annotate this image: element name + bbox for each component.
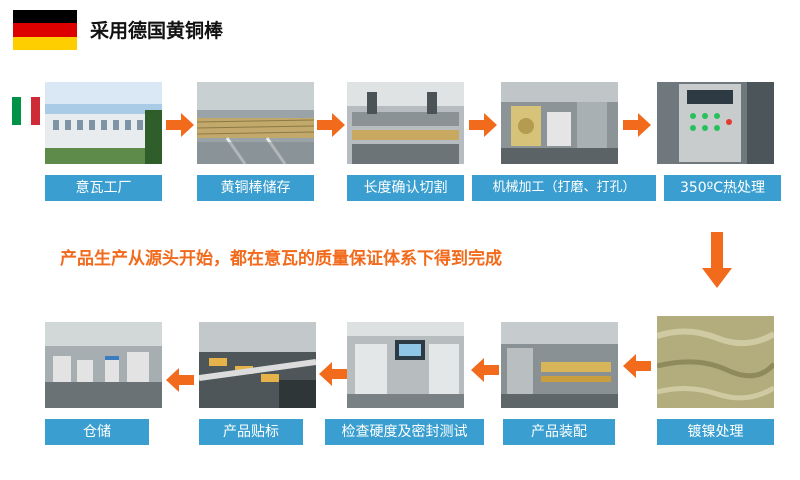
step-testing-label: 检查硬度及密封测试 [325, 419, 484, 445]
nickel-plating-photo [657, 316, 774, 408]
step-assembly-label: 产品装配 [503, 419, 615, 445]
step-warehouse-label: 仓储 [45, 419, 149, 445]
slogan-text: 产品生产从源头开始，都在意瓦的质量保证体系下得到完成 [60, 249, 502, 269]
machining-photo [501, 82, 618, 164]
step-labeling-label: 产品贴标 [199, 419, 303, 445]
step-heat-label: 350ºC热处理 [664, 175, 781, 201]
brass-storage-photo [197, 82, 314, 164]
step-factory-label: 意瓦工厂 [45, 175, 162, 201]
arrow-down-icon [702, 232, 732, 288]
factory-photo [45, 82, 162, 164]
cutting-photo [347, 82, 464, 164]
arrow-right-icon [623, 113, 651, 137]
page-title: 采用德国黄铜棒 [90, 20, 224, 42]
step-cutting-label: 长度确认切割 [347, 175, 464, 201]
germany-flag-icon [13, 10, 77, 50]
arrow-left-icon [166, 368, 194, 392]
warehouse-photo [45, 322, 162, 408]
arrow-right-icon [469, 113, 497, 137]
italy-flag-icon [12, 97, 40, 125]
heat-treatment-photo [657, 82, 774, 164]
arrow-left-icon [623, 354, 651, 378]
step-storage-label: 黄铜棒储存 [197, 175, 314, 201]
labeling-photo [199, 322, 316, 408]
assembly-photo [501, 322, 618, 408]
arrow-right-icon [317, 113, 345, 137]
testing-photo [347, 322, 464, 408]
step-nickel-label: 镀镍处理 [657, 419, 774, 445]
step-machining-label: 机械加工（打磨、打孔） [472, 175, 656, 201]
arrow-right-icon [166, 113, 194, 137]
arrow-left-icon [319, 362, 347, 386]
arrow-left-icon [471, 358, 499, 382]
